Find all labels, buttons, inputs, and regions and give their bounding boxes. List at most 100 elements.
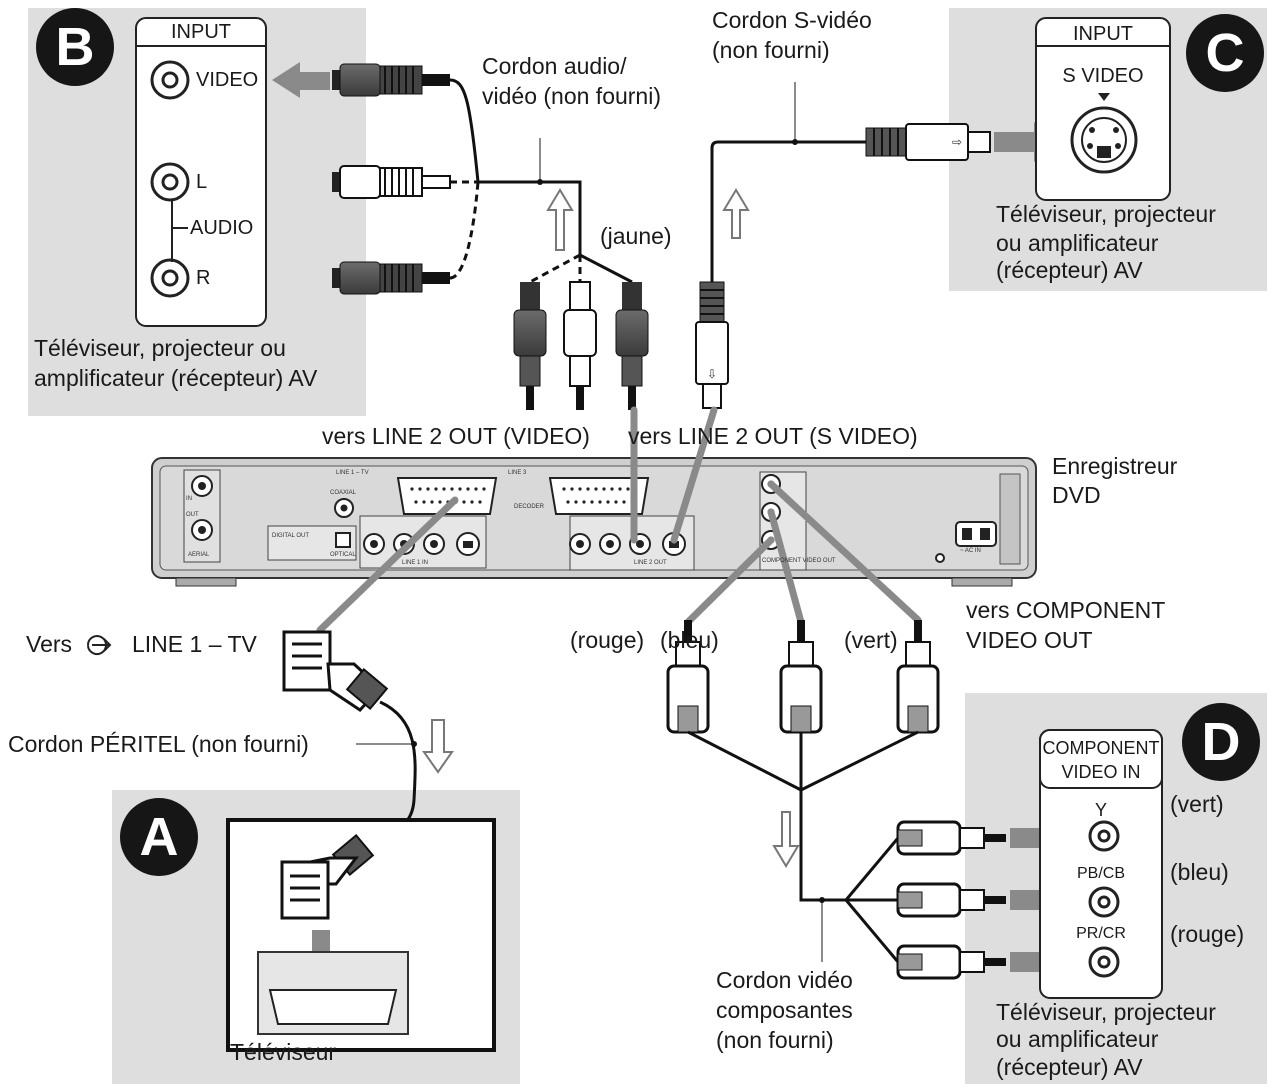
badge-d: D [1182, 703, 1260, 781]
c-caption-1: Téléviseur, projecteur [996, 201, 1216, 227]
to-line2-video-label: vers LINE 2 OUT (VIDEO) [322, 423, 590, 449]
rp-line1-in: LINE 1 IN [402, 560, 429, 566]
component-plug-green-mid [779, 620, 823, 734]
to-component-label-1: vers COMPONENT [966, 597, 1166, 623]
scart-down-arrow [422, 719, 454, 774]
component-plug-green [896, 620, 940, 734]
component-cable [687, 730, 919, 963]
badge-c: C [1186, 14, 1264, 92]
svideo-cord-label-2: (non fourni) [712, 37, 830, 63]
svideo-cable [710, 140, 868, 282]
rp-line1: LINE 1 – TV [336, 470, 369, 476]
recorder-aerial [183, 469, 221, 563]
rouge-label: (rouge) [570, 627, 645, 653]
d-header-2: VIDEO IN [1061, 762, 1141, 782]
b-plug-l [332, 165, 451, 199]
recorder-label-1: Enregistreur [1052, 453, 1178, 479]
rp-component: COMPONENT VIDEO OUT [762, 558, 836, 564]
component-down-arrow [772, 811, 800, 868]
component-plug-red [666, 620, 710, 734]
d-caption-2: ou amplificateur [996, 1026, 1159, 1052]
b-arrow [272, 62, 330, 98]
b-video-jack [150, 60, 190, 100]
d-vert-label: (vert) [1170, 791, 1224, 817]
rp-decoder: DECODER [514, 504, 545, 510]
bleu-label: (bleu) [660, 627, 719, 653]
d-caption-1: Téléviseur, projecteur [996, 999, 1216, 1025]
recorder-scart-line3 [548, 477, 650, 515]
d-plug-blue [896, 882, 1006, 918]
rp-optical: OPTICAL [330, 552, 356, 558]
line2-plug-right [615, 282, 649, 410]
d-y-label: Y [1094, 800, 1107, 820]
rp-in: IN [186, 496, 192, 502]
component-cord-label-2: composantes [716, 997, 853, 1023]
av-cord-label-1: Cordon audio/ [482, 53, 627, 79]
recorder-digital-out [267, 498, 357, 561]
jaune-label: (jaune) [600, 223, 672, 249]
gray-cables [316, 406, 922, 634]
vert-label: (vert) [844, 627, 898, 653]
d-input-box [1039, 729, 1163, 999]
svg-text:⇩: ⇩ [707, 367, 717, 381]
d-pb-label: PB/CB [1076, 865, 1125, 882]
component-cord-label-1: Cordon vidéo [716, 967, 853, 993]
av-cables [449, 78, 633, 284]
b-l-label: L [196, 171, 208, 193]
b-audio-l-jack [150, 162, 190, 202]
badge-b: B [36, 8, 114, 86]
scart-output-icon [87, 635, 112, 656]
svideo-plug-vertical: ⇩ [695, 281, 729, 409]
svideo-up-arrow [722, 188, 750, 239]
d-pr-label: PR/CR [1076, 925, 1126, 942]
recorder-scart-line1 [396, 477, 498, 515]
to-component-label-2: VIDEO OUT [966, 627, 1093, 653]
svideo-plug-horizontal: ⇨ [865, 123, 991, 161]
scart-plug-top [282, 630, 389, 712]
b-plug-video [332, 63, 450, 97]
b-audio-r-jack [150, 258, 190, 298]
d-plug-green [896, 820, 1006, 856]
b-video-label: VIDEO [196, 69, 259, 91]
d-rouge-label: (rouge) [1170, 921, 1245, 947]
b-plug-r [332, 261, 450, 295]
rp-line3: LINE 3 [508, 470, 527, 476]
badge-a: A [120, 798, 198, 876]
b-caption-1: Téléviseur, projecteur ou [34, 335, 286, 361]
b-input-header: INPUT [171, 21, 231, 43]
recorder-label-2: DVD [1052, 482, 1101, 508]
b-r-label: R [196, 267, 211, 289]
rp-out: OUT [186, 512, 199, 518]
c-caption-2: ou amplificateur [996, 230, 1159, 256]
rp-aerial: AERIAL [188, 552, 210, 558]
c-input-box [1035, 17, 1171, 201]
d-caption-3: (récepteur) AV [996, 1054, 1143, 1080]
c-caption-3: (récepteur) AV [996, 257, 1143, 283]
svideo-cord-label-1: Cordon S-vidéo [712, 7, 872, 33]
recorder-line1-in [359, 515, 487, 569]
b-caption-2: amplificateur (récepteur) AV [34, 365, 318, 391]
av-cord-label-2: vidéo (non fourni) [482, 83, 661, 109]
to-line1-post: LINE 1 – TV [132, 631, 257, 657]
b-audio-label: AUDIO [190, 217, 254, 239]
d-plug-red [896, 944, 1006, 980]
to-line2-svideo-label: vers LINE 2 OUT (S VIDEO) [628, 423, 918, 449]
rp-coaxial: COAXIAL [330, 490, 357, 496]
recorder-ac-in [935, 521, 997, 563]
svg-text:⇨: ⇨ [952, 135, 962, 149]
to-line1-pre: Vers [26, 631, 73, 657]
rp-ac-in: ~ AC IN [960, 548, 981, 554]
av-up-arrow [546, 188, 574, 251]
component-cord-label-3: (non fourni) [716, 1027, 834, 1053]
line2-plug-mid [563, 281, 597, 410]
d-bleu-label: (bleu) [1170, 859, 1229, 885]
tv-caption: Téléviseur [230, 1039, 337, 1065]
line2-plug-left [513, 282, 547, 410]
c-svideo-label: S VIDEO [1062, 65, 1144, 87]
d-header-1: COMPONENT [1042, 738, 1160, 758]
scart-plug-bottom [280, 833, 375, 920]
tv-scart-socket [257, 951, 409, 1035]
c-input-header: INPUT [1073, 23, 1133, 45]
